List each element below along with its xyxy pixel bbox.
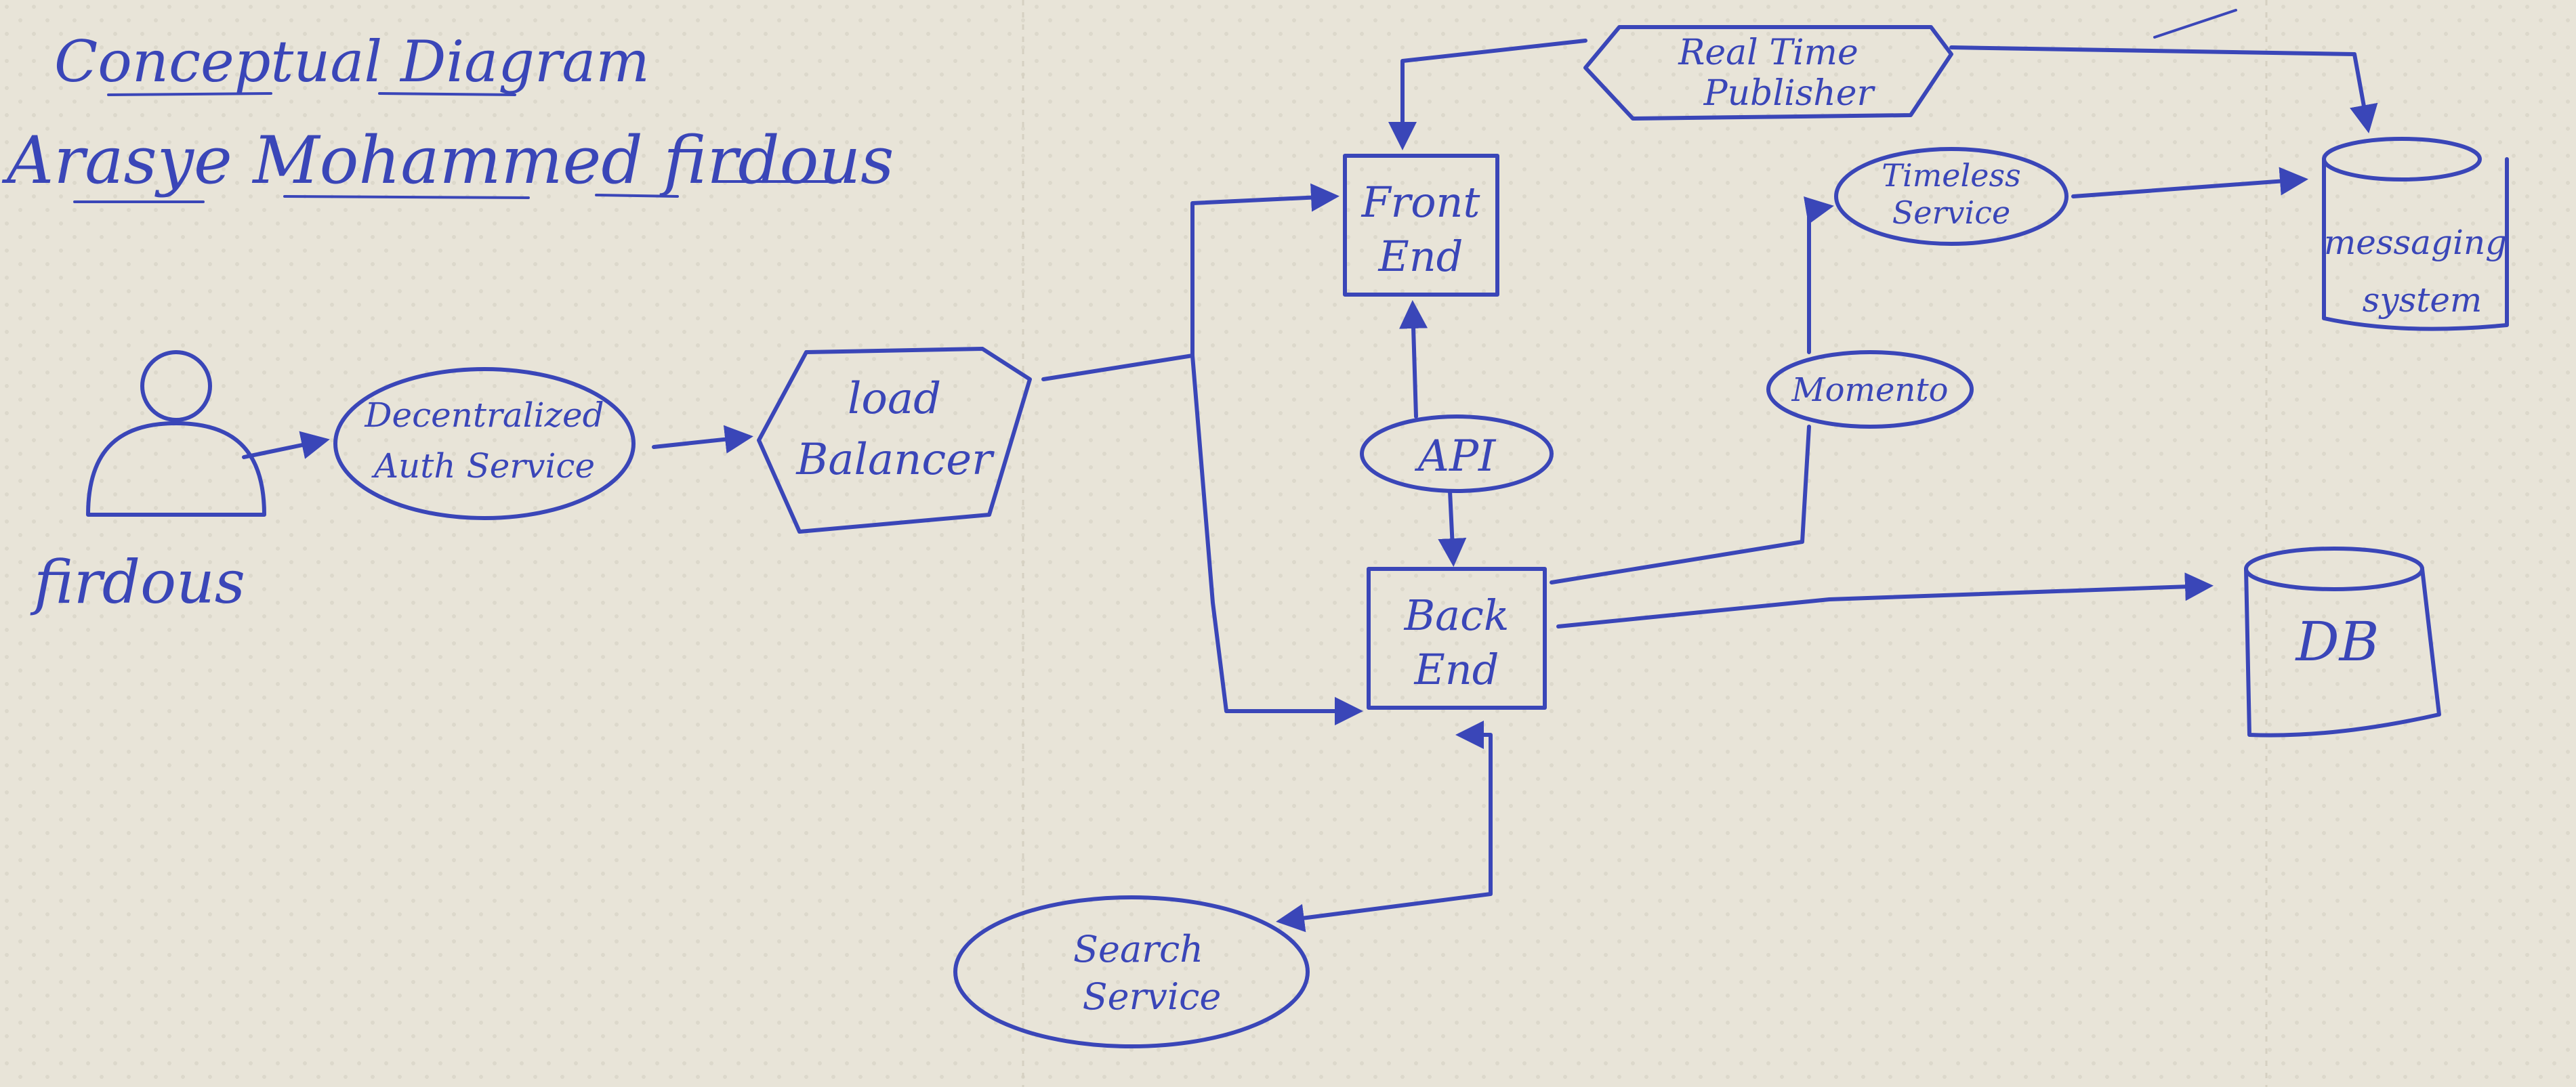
node-label: Momento: [1791, 371, 1948, 409]
connectors: [242, 9, 2378, 933]
node-label: End: [1414, 645, 1499, 694]
messaging-system-node: messaging system: [2322, 137, 2509, 331]
node-label: Decentralized: [364, 396, 604, 435]
node-label: Front: [1361, 177, 1480, 227]
auth-service-node: Decentralized Auth Service: [333, 367, 636, 520]
user-actor: firdous: [30, 350, 266, 617]
node-label: Service: [1892, 194, 2010, 231]
person-icon: [86, 350, 266, 517]
node-label: Real Time: [1678, 33, 1858, 73]
load-balancer-node: load Balancer: [757, 347, 1032, 534]
database-node: DB: [2244, 547, 2441, 738]
edge-api-frontend: [1399, 300, 1428, 419]
node-label: messaging: [2324, 223, 2507, 262]
diagram-author: Arasye Mohammed firdous: [1, 123, 894, 198]
edge-user-auth: [242, 431, 330, 459]
back-end-node: Back End: [1367, 567, 1547, 710]
edge-loadbalancer-backend: [1190, 354, 1363, 725]
edge-backend-db: [1556, 572, 2214, 628]
node-label: DB: [2295, 610, 2380, 673]
momento-node: Momento: [1766, 350, 1974, 429]
header: Conceptual Diagram Arasye Mohammed firdo…: [1, 28, 894, 203]
node-label: Publisher: [1703, 73, 1876, 114]
stray-mark: [2153, 9, 2237, 39]
diagram-title: Conceptual Diagram: [54, 28, 650, 95]
front-end-node: Front End: [1343, 154, 1499, 297]
edge-momento-timeless: [1804, 196, 1834, 354]
node-label: End: [1378, 232, 1463, 281]
node-label: Back: [1404, 591, 1510, 640]
edge-publisher-messaging: [1949, 45, 2378, 133]
edge-backend-search: [1276, 721, 1493, 933]
node-label: Auth Service: [371, 446, 595, 486]
node-label: system: [2363, 280, 2482, 320]
actor-label: firdous: [30, 547, 245, 617]
edge-backend-momento: [1550, 425, 1811, 584]
search-service-node: Search Service: [953, 895, 1310, 1048]
timeless-service-node: Timeless Service: [1834, 147, 2069, 246]
node-label: load: [848, 374, 941, 424]
node-label: Service: [1083, 975, 1222, 1018]
api-node: API: [1360, 414, 1554, 493]
node-label: Search: [1073, 928, 1203, 971]
edge-publisher-frontend: [1388, 39, 1587, 150]
edge-timeless-messaging: [2071, 167, 2308, 198]
node-label: Balancer: [795, 435, 995, 485]
realtime-publisher-node: Real Time Publisher: [1583, 25, 1953, 121]
node-label: Timeless: [1882, 157, 2020, 194]
edge-api-backend: [1438, 489, 1467, 567]
node-label: API: [1415, 431, 1497, 482]
edge-auth-loadbalancer: [652, 425, 753, 454]
edge-loadbalancer-frontend: [1041, 183, 1339, 381]
